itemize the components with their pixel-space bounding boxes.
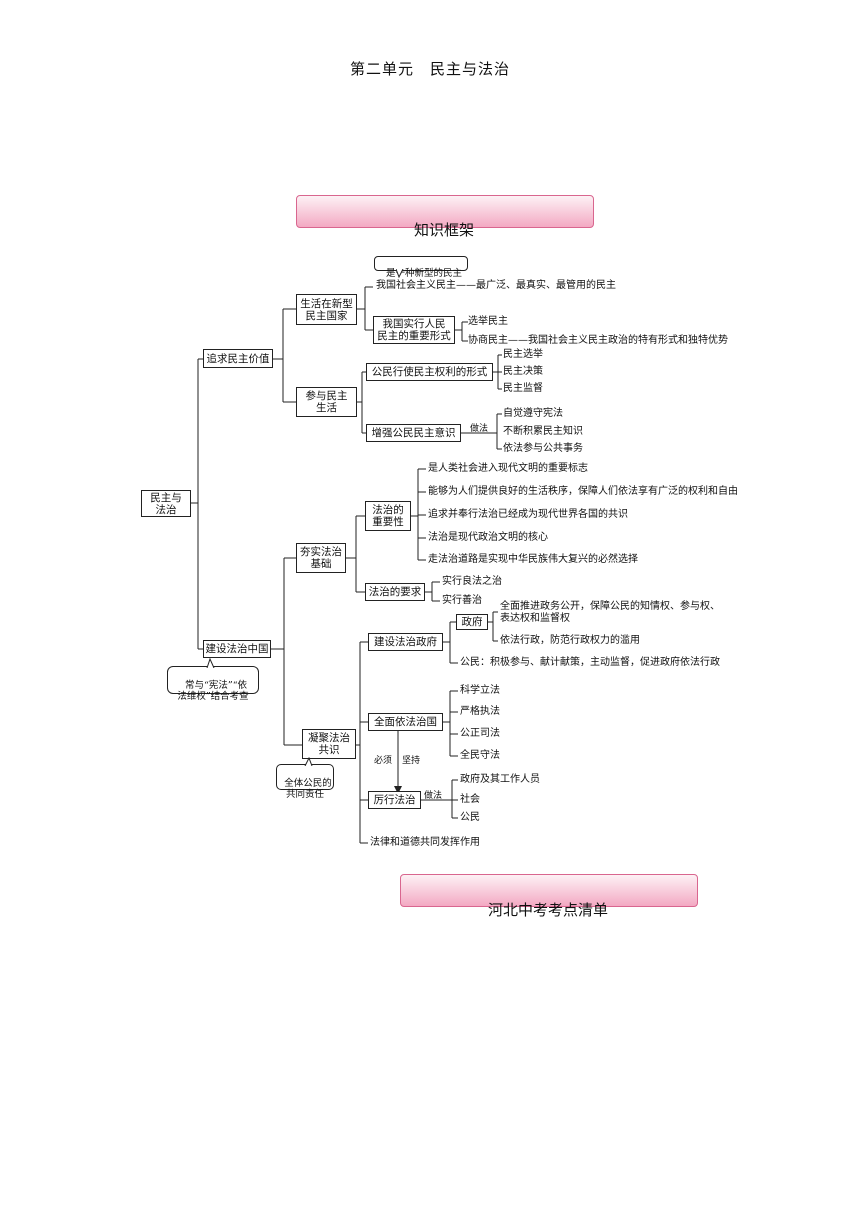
node-comprehensive-rule: 全面依法治国 bbox=[368, 713, 443, 731]
branch-rule-of-law: 建设法治中国 bbox=[203, 640, 271, 658]
node-consensus: 凝聚法治 共识 bbox=[302, 729, 356, 759]
note-pointer bbox=[396, 269, 404, 279]
leaf-election-democracy: 选举民主 bbox=[468, 316, 508, 327]
node-law-government: 建设法治政府 bbox=[368, 633, 443, 651]
leaf-enforcement: 严格执法 bbox=[460, 706, 500, 717]
leaf-awareness-2: 不断积累民主知识 bbox=[503, 426, 583, 437]
leaf-rights-1: 民主选举 bbox=[503, 349, 543, 360]
leaf-requirement-1: 实行良法之治 bbox=[442, 576, 502, 587]
node-awareness: 增强公民民主意识 bbox=[366, 424, 461, 442]
leaf-legislation: 科学立法 bbox=[460, 685, 500, 696]
leaf-awareness-3: 依法参与公共事务 bbox=[503, 443, 583, 454]
node-government: 政府 bbox=[456, 614, 488, 630]
node-democracy-forms: 我国实行人民 民主的重要形式 bbox=[373, 316, 455, 344]
leaf-consultative-democracy: 协商民主——我国社会主义民主政治的特有形式和独特优势 bbox=[468, 335, 728, 346]
leaf-practice-society: 社会 bbox=[460, 794, 480, 805]
node-practice-rule: 厉行法治 bbox=[368, 791, 421, 809]
leaf-practice-citizen: 公民 bbox=[460, 812, 480, 823]
checklist-banner bbox=[400, 874, 698, 907]
leaf-government-2: 依法行政，防范行政权力的滥用 bbox=[500, 635, 640, 646]
page-title: 第二单元 民主与法治 bbox=[349, 60, 510, 78]
leaf-socialist-democracy: 我国社会主义民主——最广泛、最真实、最管用的民主 bbox=[376, 280, 616, 291]
leaf-citizen-participation: 公民：积极参与、献计献策，主动监督，促进政府依法行政 bbox=[460, 657, 720, 668]
node-requirements: 法治的要求 bbox=[365, 583, 425, 601]
arrow-label-adhere: 坚持 bbox=[402, 756, 421, 766]
arrow-label-must: 必须 bbox=[374, 756, 393, 766]
leaf-government-1: 全面推进政务公开，保障公民的知情权、参与权、 表达权和监督权 bbox=[500, 601, 720, 624]
leaf-importance-4: 法治是现代政治文明的核心 bbox=[428, 532, 548, 543]
framework-banner-label: 知识框架 bbox=[413, 221, 474, 239]
node-rights-forms: 公民行使民主权利的形式 bbox=[366, 363, 493, 381]
checklist-banner-label: 河北中考考点清单 bbox=[487, 901, 608, 919]
framework-banner bbox=[296, 195, 594, 228]
root-node: 民主与 法治 bbox=[141, 490, 191, 517]
node-foundation: 夯实法治 基础 bbox=[296, 543, 346, 573]
note-new-democracy: 是一种新型的民主 bbox=[374, 256, 468, 279]
node-new-democracy: 生活在新型 民主国家 bbox=[296, 294, 357, 325]
leaf-rights-3: 民主监督 bbox=[503, 383, 543, 394]
leaf-awareness-1: 自觉遵守宪法 bbox=[503, 408, 563, 419]
leaf-practice-government: 政府及其工作人员 bbox=[460, 774, 540, 785]
leaf-requirement-2: 实行善治 bbox=[442, 595, 482, 606]
node-participate: 参与民主 生活 bbox=[296, 387, 357, 417]
note-constitution: 常与“宪法”“依 法维权”结合考查 bbox=[167, 666, 259, 702]
leaf-importance-1: 是人类社会进入现代文明的重要标志 bbox=[428, 463, 588, 474]
connector-label-approach: 做法 bbox=[470, 424, 489, 434]
note-pointer bbox=[304, 757, 313, 766]
leaf-rights-2: 民主决策 bbox=[503, 366, 543, 377]
node-importance: 法治的 重要性 bbox=[365, 501, 411, 531]
note-pointer bbox=[206, 658, 215, 668]
leaf-judiciary: 公正司法 bbox=[460, 728, 500, 739]
leaf-importance-3: 追求并奉行法治已经成为现代世界各国的共识 bbox=[428, 509, 628, 520]
branch-democracy: 追求民主价值 bbox=[203, 349, 273, 368]
connector-label-approach: 做法 bbox=[424, 791, 443, 801]
leaf-importance-5: 走法治道路是实现中华民族伟大复兴的必然选择 bbox=[428, 554, 638, 565]
leaf-law-morality: 法律和道德共同发挥作用 bbox=[370, 837, 480, 848]
leaf-importance-2: 能够为人们提供良好的生活秩序，保障人们依法享有广泛的权利和自由 bbox=[428, 486, 738, 497]
leaf-law-abiding: 全民守法 bbox=[460, 750, 500, 761]
note-shared-duty: 全体公民的 共同责任 bbox=[276, 764, 334, 800]
